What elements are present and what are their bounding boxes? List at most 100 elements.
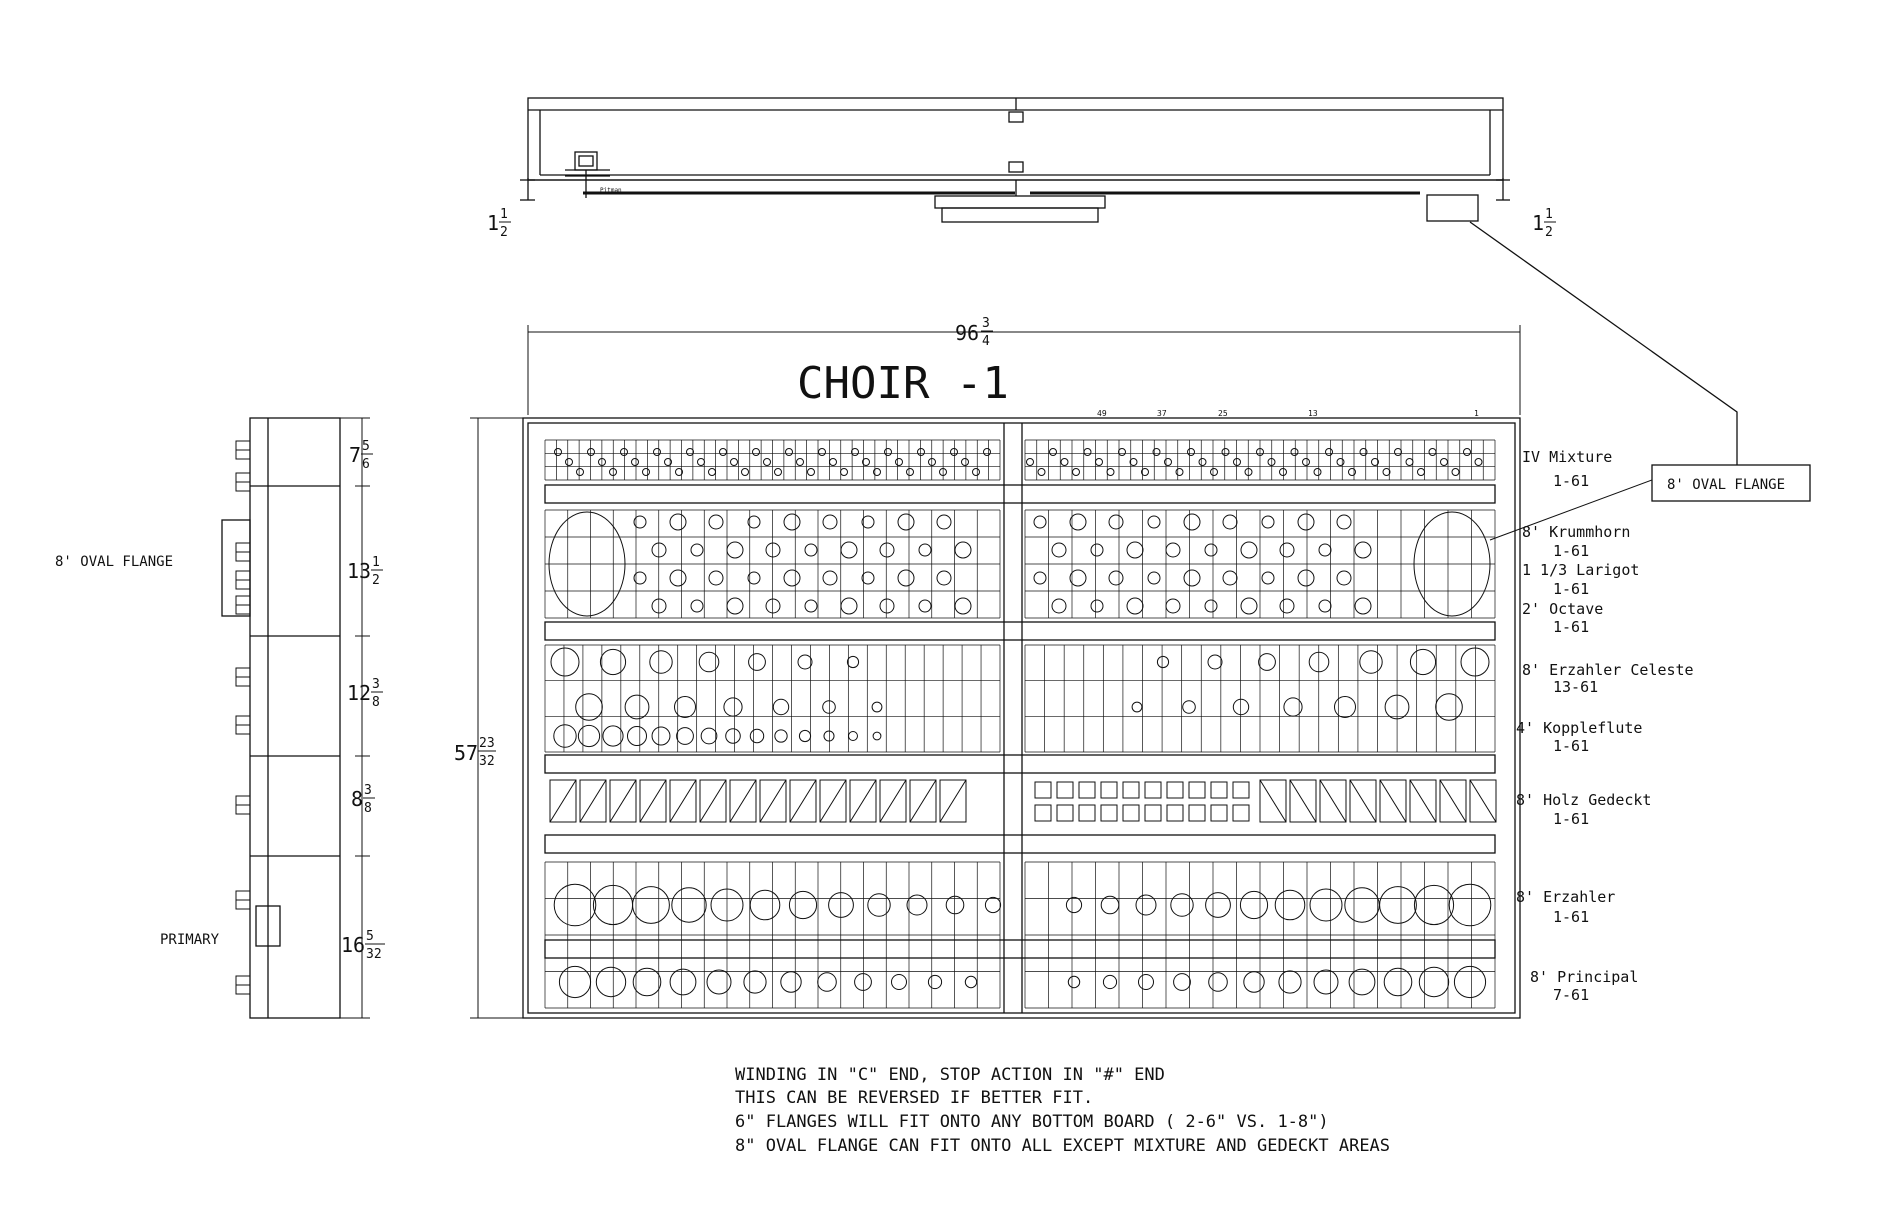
reed-pipe — [1051, 542, 1067, 558]
reed-pipe — [936, 514, 952, 530]
erzahler-pipe — [906, 894, 928, 916]
mixture-pipe — [906, 468, 914, 476]
flute-pipe — [749, 728, 765, 744]
mixture-pipe — [1060, 458, 1069, 466]
flute-pipe — [846, 655, 860, 669]
flute-pipe — [1359, 650, 1383, 674]
gedeckt-diag — [669, 779, 697, 823]
mixture-pipe — [1267, 458, 1276, 466]
gedeckt-pipe — [1289, 779, 1317, 823]
mixture-pipe — [1417, 468, 1425, 476]
reed-pipe — [861, 515, 875, 529]
mixture-pipe — [1336, 458, 1345, 466]
mixture-pipe — [653, 448, 661, 456]
note-2: THIS CAN BE REVERSED IF BETTER FIT. — [735, 1088, 1093, 1108]
erzahler-pipe — [632, 886, 670, 924]
mixture-pipe — [950, 448, 958, 456]
reed-pipe — [1240, 541, 1258, 559]
reed-pipe — [1318, 543, 1332, 557]
reed-pipe — [1354, 597, 1372, 615]
reed-pipe — [708, 570, 724, 586]
gedeckt-small — [1034, 804, 1052, 822]
note-numbers: 49 37 25 13 1 — [1097, 409, 1479, 418]
erzahler-pipe — [828, 892, 854, 918]
mixture-pipe — [1348, 468, 1356, 476]
gedeckt-pipe — [909, 779, 937, 823]
principal-pipe — [1348, 968, 1376, 996]
mixture-pipe — [697, 458, 705, 466]
reed-pipe — [879, 542, 895, 558]
svg-text:1: 1 — [1545, 207, 1553, 222]
svg-text:1: 1 — [500, 207, 508, 222]
mixture-pipe — [1302, 458, 1310, 466]
reed-pipe — [669, 513, 687, 531]
reed-pipe — [1183, 513, 1201, 531]
erzahler-pipe — [984, 896, 1002, 914]
stop-8-range: 1-61 — [1553, 908, 1589, 926]
gedeckt-small — [1166, 804, 1184, 822]
mixture-pipe — [741, 468, 749, 476]
reed-pipe — [1108, 570, 1124, 586]
svg-text:5: 5 — [366, 929, 374, 944]
gedeckt-pipe — [669, 779, 697, 823]
side-dim-1: 7 5 6 — [349, 439, 373, 472]
mixture-pipe — [1198, 458, 1207, 466]
reed-pipe — [1033, 515, 1047, 529]
reed-pipe — [1318, 599, 1332, 613]
gedeckt-diag — [579, 779, 607, 823]
reed-pipe — [954, 541, 972, 559]
mixture-pipe — [983, 448, 991, 456]
gedeckt-pipe — [1349, 779, 1377, 823]
oval-flange-callout: 8' OVAL FLANGE — [1489, 464, 1811, 541]
mixture-pipe — [752, 448, 760, 456]
reed-pipe — [1336, 514, 1352, 530]
principal-pipe — [780, 971, 802, 993]
flute-pipe — [823, 730, 835, 742]
mixture-pipe — [884, 448, 892, 456]
gedeckt-pipe — [1319, 779, 1347, 823]
flute-pipe — [822, 700, 836, 714]
gedeckt-diag — [1259, 779, 1287, 823]
mixture-pipe — [1106, 468, 1115, 476]
reed-pipe — [651, 542, 667, 558]
gedeckt-small — [1056, 781, 1074, 799]
erzahler-pipe — [1309, 888, 1343, 922]
reed-pipe — [1051, 598, 1067, 614]
svg-text:1: 1 — [1474, 409, 1479, 418]
svg-text:8: 8 — [372, 695, 380, 710]
reed-pipe — [918, 599, 932, 613]
gedeckt-small — [1232, 781, 1250, 799]
svg-text:1: 1 — [487, 211, 499, 235]
reed-pipe — [1147, 571, 1161, 585]
mixture-pipe — [818, 448, 826, 456]
oval-flange-right — [1413, 511, 1491, 617]
gedeckt-small — [1100, 781, 1118, 799]
mixture-pipe — [961, 458, 969, 466]
svg-text:2: 2 — [1545, 225, 1553, 240]
mixture-pipe — [1175, 468, 1184, 476]
principal-pipe — [817, 972, 837, 992]
erzahler-pipe — [553, 883, 597, 927]
side-dim-4: 8 3 8 — [351, 783, 375, 816]
svg-text:1: 1 — [1532, 211, 1544, 235]
gedeckt-small — [1166, 781, 1184, 799]
mixture-pipe — [774, 468, 782, 476]
mixture-pipe — [620, 448, 628, 456]
svg-text:13: 13 — [347, 559, 371, 583]
note-1: WINDING IN "C" END, STOP ACTION IN "#" E… — [735, 1065, 1165, 1085]
stop-8-name: 8' Erzahler — [1516, 888, 1615, 906]
svg-text:3: 3 — [372, 677, 380, 692]
oval-flange-left — [548, 511, 626, 617]
mixture-pipe — [1095, 458, 1103, 466]
flute-pipe — [1460, 647, 1490, 677]
flute-pipe — [1232, 698, 1250, 716]
flute-pipe — [698, 651, 720, 673]
svg-text:23: 23 — [479, 736, 495, 751]
principal-pipe — [1243, 971, 1265, 993]
reed-pipe — [1090, 599, 1104, 613]
gedeckt-small — [1122, 804, 1140, 822]
mixture-pipe — [796, 458, 804, 466]
gedeckt-pipe — [819, 779, 847, 823]
svg-text:1: 1 — [372, 555, 380, 570]
mixture-pipe — [1026, 458, 1034, 466]
